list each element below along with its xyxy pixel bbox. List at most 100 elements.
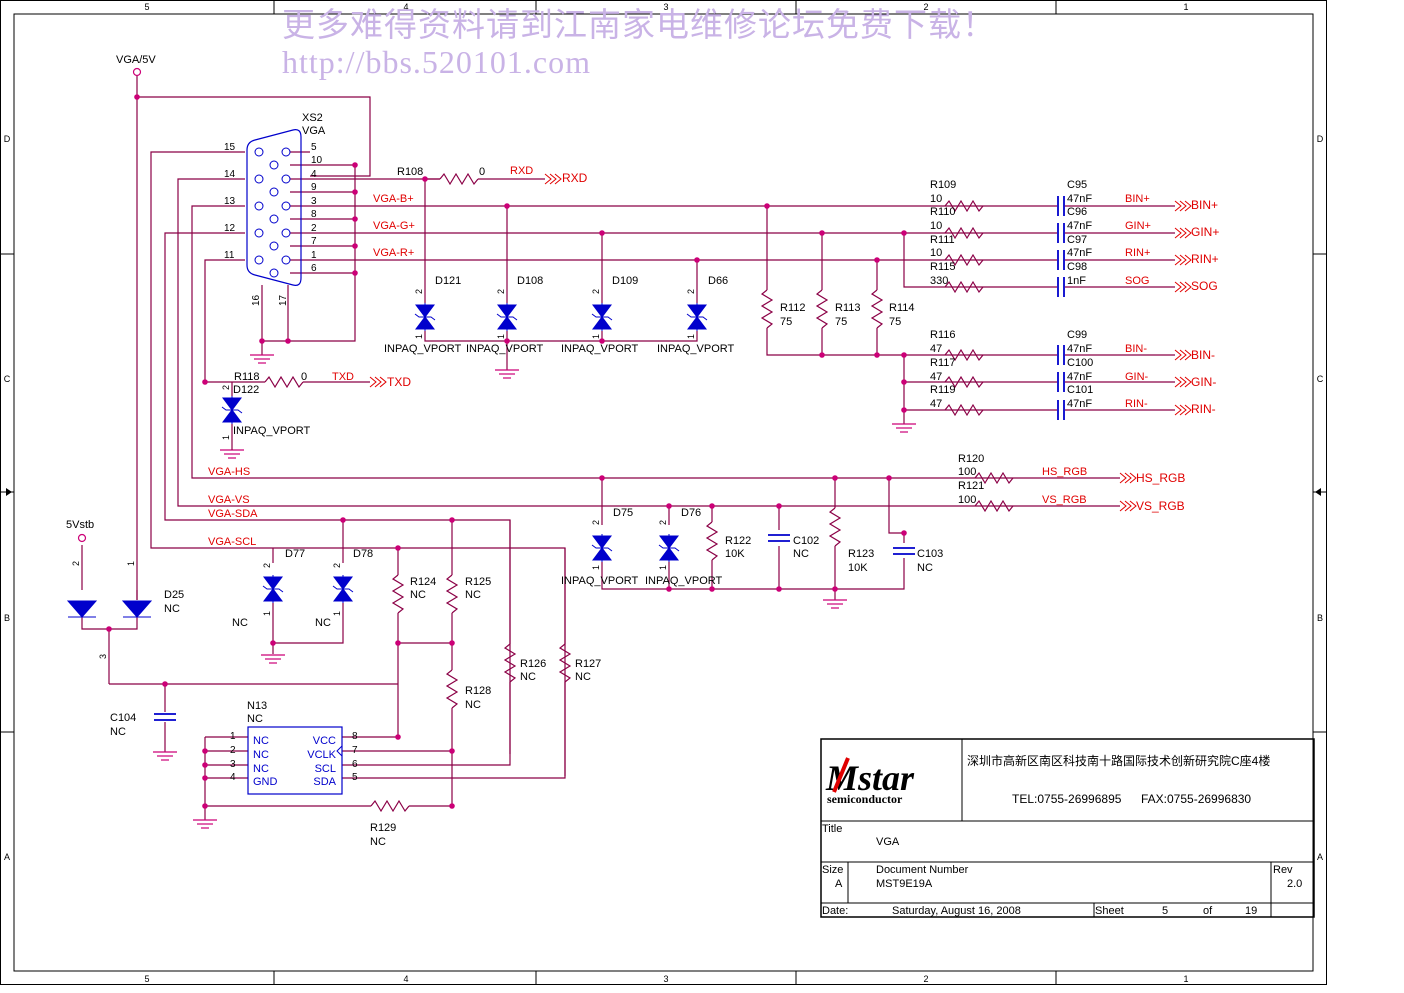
resistors — [264, 173, 1014, 812]
resistor-r108 — [439, 173, 479, 185]
pin-number: 5 — [352, 772, 358, 783]
pin-number: 8 — [352, 731, 358, 742]
pin-number: 1 — [686, 334, 696, 339]
pin-number: 11 — [224, 250, 235, 261]
part-ref: C101 — [1067, 384, 1093, 396]
part-ref: D75 — [613, 507, 633, 519]
part-value: 1nF — [1067, 275, 1086, 287]
date-value: Saturday, August 16, 2008 — [892, 905, 1021, 917]
col-label: 3 — [663, 2, 668, 12]
net-label: RIN+ — [1125, 247, 1150, 259]
ground-icon — [249, 354, 275, 364]
part-ref: R116 — [930, 329, 955, 341]
company-fax: FAX:0755-26996830 — [1141, 792, 1251, 806]
pin-number: 2 — [332, 563, 342, 568]
offpage-label: RIN+ — [1191, 252, 1219, 266]
ic-pin-label: VCLK — [307, 749, 336, 761]
pin-number: 7 — [311, 236, 317, 247]
capacitor-c102 — [767, 534, 791, 542]
part-value: 10K — [725, 548, 745, 560]
row-label: B — [4, 613, 10, 623]
part-value: 75 — [780, 316, 792, 328]
pin-number: 1 — [221, 435, 231, 440]
wires — [81, 76, 1175, 820]
part-value: 10K — [848, 562, 868, 574]
offpage-label: BIN+ — [1191, 198, 1218, 212]
part-value: 100 — [958, 494, 976, 506]
resistor-r112 — [761, 289, 773, 329]
pin-number: 1 — [230, 731, 236, 742]
resistor-r129 — [370, 800, 410, 812]
row-label: D — [4, 134, 11, 144]
part-ref: C98 — [1067, 261, 1087, 273]
net-label: GIN- — [1125, 371, 1149, 383]
pin-number: 9 — [311, 182, 317, 193]
pin-number: 1 — [414, 334, 424, 339]
col-label: 4 — [403, 974, 408, 984]
col-label: 1 — [1183, 2, 1188, 12]
row-label: C — [4, 374, 11, 384]
pin-number: 7 — [352, 745, 358, 756]
pin-number: 6 — [352, 759, 358, 770]
part-ref: D78 — [353, 548, 373, 560]
watermark-line2: http://bbs.520101.com — [282, 44, 591, 80]
offpage-label: GIN+ — [1191, 225, 1219, 239]
resistor-r128 — [446, 669, 458, 709]
part-ref: C97 — [1067, 234, 1087, 246]
part-value: 330 — [930, 275, 948, 287]
part-value: 47 — [930, 371, 942, 383]
pin-number: 1 — [591, 565, 601, 570]
resistor-r118 — [264, 376, 304, 388]
part-ref: D76 — [681, 507, 701, 519]
part-value: NC — [575, 671, 591, 683]
pin-number: 2 — [221, 385, 231, 390]
part-value: NC — [232, 617, 248, 629]
ic-pin-label: VCC — [313, 735, 336, 747]
pin-number: 6 — [311, 263, 317, 274]
resistor-r113 — [816, 289, 828, 329]
net-label: VGA-G+ — [373, 220, 415, 232]
part-value: 47nF — [1067, 220, 1092, 232]
pin-number: 10 — [311, 155, 323, 166]
pin-number: 1 — [658, 565, 668, 570]
pin-number: 1 — [262, 611, 272, 616]
pin-number: 3 — [311, 196, 317, 207]
drawing-frame — [0, 0, 1327, 985]
part-ref: R126 — [520, 658, 546, 670]
part-value: 47nF — [1067, 343, 1092, 355]
offpage-label: TXD — [387, 375, 411, 389]
ic-pin-label: GND — [253, 776, 278, 788]
part-ref: R112 — [780, 302, 805, 314]
pin-number: 2 — [591, 289, 601, 294]
capacitors — [153, 195, 1065, 721]
part-ref: R122 — [725, 535, 751, 547]
net-label: GIN+ — [1125, 220, 1151, 232]
diode-d108 — [496, 302, 518, 332]
col-label: 2 — [923, 2, 928, 12]
offpage-label: VS_RGB — [1136, 499, 1185, 513]
diode-d109 — [591, 302, 613, 332]
capacitor-c98 — [1057, 276, 1065, 298]
pin-number: 2 — [262, 563, 272, 568]
part-value: 47nF — [1067, 247, 1092, 259]
ground-icon — [822, 599, 848, 609]
part-value: NC — [370, 836, 386, 848]
net-label: BIN- — [1125, 343, 1147, 355]
of-label: of — [1203, 905, 1213, 917]
net-label: VGA-SCL — [208, 536, 256, 548]
diode-d78 — [332, 574, 354, 604]
capacitor-c95 — [1057, 195, 1065, 217]
net-label: RIN- — [1125, 398, 1148, 410]
part-ref: D122 — [233, 384, 259, 396]
part-value: INPAQ_VPORT — [384, 343, 462, 355]
part-value: NC — [247, 713, 263, 725]
center-mark-right — [1315, 488, 1321, 496]
part-value: INPAQ_VPORT — [561, 575, 639, 587]
capacitor-c103 — [892, 547, 916, 555]
title-label: Title — [822, 823, 842, 835]
part-ref: D121 — [435, 275, 461, 287]
part-value: INPAQ_VPORT — [645, 575, 723, 587]
ic-pin-label: NC — [253, 763, 269, 775]
part-value: NC — [164, 603, 180, 615]
pin-number: 17 — [278, 294, 289, 306]
